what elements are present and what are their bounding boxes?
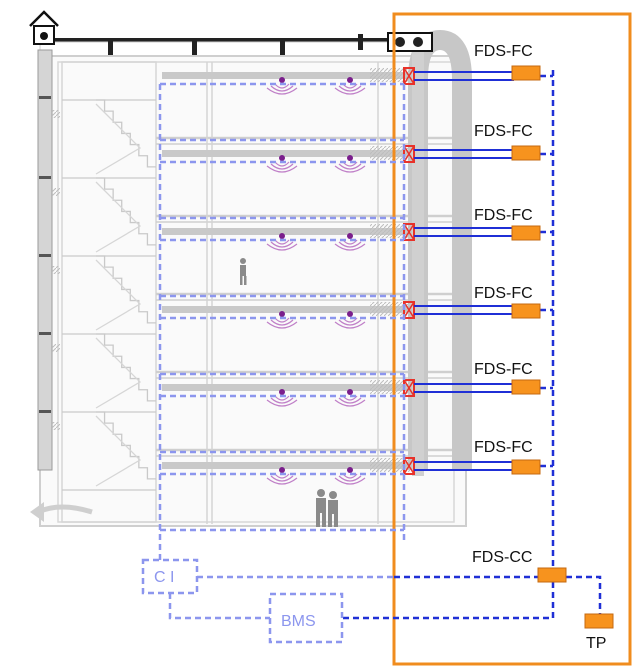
fds-bus xyxy=(342,70,602,620)
roof-slab xyxy=(40,38,458,42)
fds-fc-box xyxy=(511,65,541,81)
fds-cc-unit: FDS-CC xyxy=(472,549,567,583)
tp-box xyxy=(584,613,614,629)
tp-unit: TP xyxy=(584,613,614,652)
floor-level xyxy=(162,223,514,251)
person-icon xyxy=(240,258,247,285)
fds-fc-label: FDS-FC xyxy=(474,123,533,140)
sounder-icon xyxy=(266,467,298,485)
fds-fc-box xyxy=(511,303,541,319)
fds-cc-box xyxy=(537,567,567,583)
fds-fc-unit: FDS-FC xyxy=(474,123,541,161)
ci-box xyxy=(141,558,199,595)
floor-level xyxy=(162,457,514,485)
fds-fc-unit: FDS-FC xyxy=(474,207,541,241)
fire-detection-boundary xyxy=(392,12,632,666)
left-shaft xyxy=(37,49,53,471)
ci-unit: C I xyxy=(141,558,199,595)
tp-label: TP xyxy=(586,635,606,652)
floor-level xyxy=(162,145,514,173)
smoke-damper xyxy=(403,67,415,85)
sounder-icon xyxy=(266,389,298,407)
smoke-damper xyxy=(403,223,415,241)
staircase xyxy=(52,99,156,491)
fds-fc-label: FDS-FC xyxy=(474,439,533,456)
floor-level xyxy=(162,67,514,95)
fds-fc-box xyxy=(511,145,541,161)
sounder-icon xyxy=(334,311,366,329)
fds-fc-unit: FDS-FC xyxy=(474,43,541,81)
building-section xyxy=(29,10,514,527)
sounder-icon xyxy=(334,233,366,251)
ci-label: C I xyxy=(154,569,174,586)
fds-cc-label: FDS-CC xyxy=(472,549,532,566)
fds-fc-unit: FDS-FC xyxy=(474,361,541,395)
fds-fc-label: FDS-FC xyxy=(474,361,533,378)
fds-fc-unit: FDS-FC xyxy=(474,285,541,319)
house-icon xyxy=(29,10,59,45)
floor-level xyxy=(162,379,514,407)
people-group-icon xyxy=(316,489,338,527)
bms-unit: BMS xyxy=(268,592,344,644)
fds-fc-unit: FDS-FC xyxy=(474,439,541,475)
fds-fc-label: FDS-FC xyxy=(474,207,533,224)
fds-fc-box xyxy=(511,459,541,475)
sounder-icon xyxy=(266,233,298,251)
sounder-icon xyxy=(266,77,298,95)
fds-fc-box xyxy=(511,225,541,241)
sounder-icon xyxy=(266,311,298,329)
sounder-icon xyxy=(266,155,298,173)
floor-level xyxy=(162,301,514,329)
ci-control-bus xyxy=(158,82,406,620)
bms-label: BMS xyxy=(281,613,316,630)
bms-box xyxy=(268,592,344,644)
fds-fc-label: FDS-FC xyxy=(474,43,533,60)
fds-fc-label: FDS-FC xyxy=(474,285,533,302)
fds-fc-box xyxy=(511,379,541,395)
